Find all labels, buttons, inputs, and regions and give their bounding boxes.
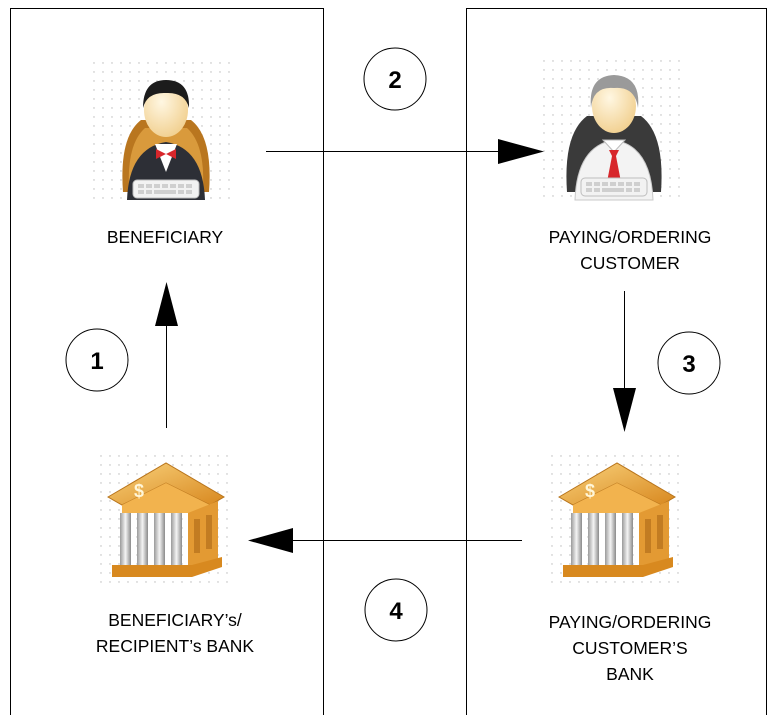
svg-text:$: $ xyxy=(134,481,144,501)
step-number: 1 xyxy=(90,348,103,375)
svg-text:$: $ xyxy=(585,481,595,501)
step-badge-3: 3 xyxy=(657,331,721,395)
step-number: 2 xyxy=(388,67,401,94)
step-badge-4: 4 xyxy=(364,578,428,642)
arrow-step-1 xyxy=(155,282,178,428)
label-line: BENEFICIARY’s/ xyxy=(108,610,242,630)
businessman-red-tie-at-desk-icon xyxy=(543,60,683,202)
label-line: BANK xyxy=(606,664,654,684)
arrow-step-4 xyxy=(248,528,522,553)
paying-customer-label: PAYING/ORDERING CUSTOMER xyxy=(495,224,765,276)
step-badge-2: 2 xyxy=(363,47,427,111)
bank-building-icon: $ xyxy=(551,455,681,583)
step-badge-1: 1 xyxy=(65,328,129,392)
arrow-step-2 xyxy=(266,139,544,164)
label-line: CUSTOMER xyxy=(580,253,680,273)
bank-building-icon: $ xyxy=(100,455,230,583)
label-line: RECIPIENT’s BANK xyxy=(95,636,255,656)
arrow-step-3 xyxy=(613,291,636,432)
paying-bank-label: PAYING/ORDERING CUSTOMER’S BANK xyxy=(495,609,765,687)
left-column-border xyxy=(10,8,324,715)
businessman-at-desk-icon xyxy=(93,62,235,202)
label-line: CUSTOMER’S xyxy=(572,638,688,658)
label-line: PAYING/ORDERING xyxy=(548,227,712,247)
beneficiary-label: BENEFICIARY xyxy=(40,224,290,250)
label-line: PAYING/ORDERING xyxy=(548,612,712,632)
step-number: 4 xyxy=(389,598,403,625)
beneficiary-bank-label: BENEFICIARY’s/ RECIPIENT’s BANK xyxy=(40,607,310,659)
label-line: BENEFICIARY xyxy=(106,227,224,247)
step-number: 3 xyxy=(682,351,695,378)
